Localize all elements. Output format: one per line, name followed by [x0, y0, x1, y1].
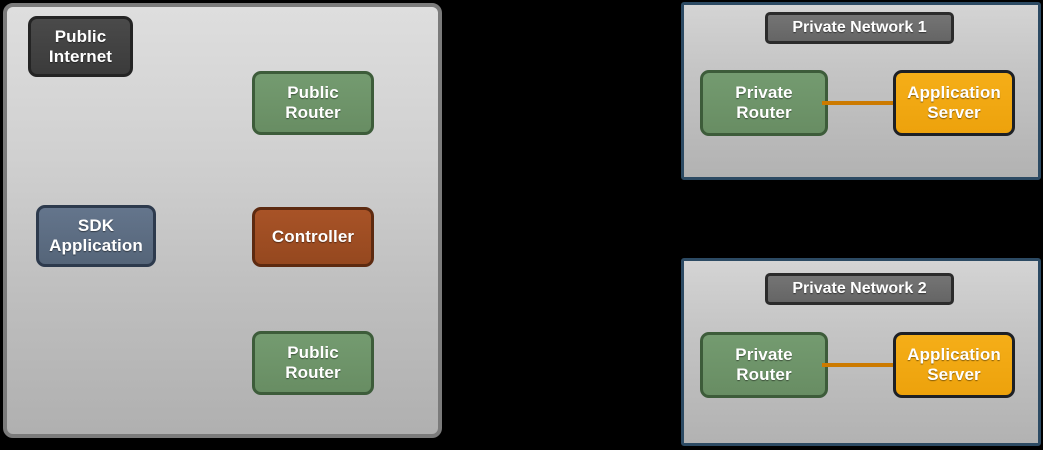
private-network-1-panel[interactable]: Private Network 1 Private Router Applica…	[681, 2, 1041, 180]
node-public-router-bottom[interactable]: Public Router	[252, 331, 374, 395]
node-sdk-application[interactable]: SDK Application	[36, 205, 156, 267]
private-network-2-panel[interactable]: Private Network 2 Private Router Applica…	[681, 258, 1041, 446]
link-private-router-1-to-application-server-1	[822, 101, 898, 105]
node-application-server-1[interactable]: Application Server	[893, 70, 1015, 136]
node-public-internet[interactable]: Public Internet	[28, 16, 133, 77]
private-network-1-title: Private Network 1	[765, 12, 954, 44]
public-internet-zone-panel[interactable]: Public Internet Public Router SDK Applic…	[3, 3, 442, 438]
private-network-2-title: Private Network 2	[765, 273, 954, 305]
node-controller[interactable]: Controller	[252, 207, 374, 267]
node-application-server-2[interactable]: Application Server	[893, 332, 1015, 398]
node-public-router-top[interactable]: Public Router	[252, 71, 374, 135]
node-private-router-2[interactable]: Private Router	[700, 332, 828, 398]
link-private-router-2-to-application-server-2	[822, 363, 898, 367]
node-private-router-1[interactable]: Private Router	[700, 70, 828, 136]
